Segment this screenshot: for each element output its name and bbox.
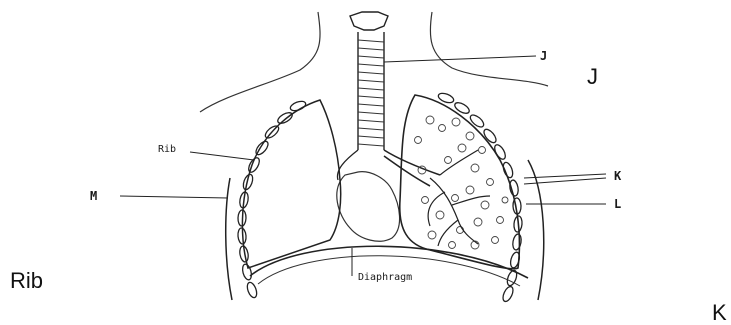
bronchus-right: [384, 150, 440, 186]
leader-lines: [120, 56, 606, 276]
overlay-label-k: K: [712, 302, 727, 324]
label-j: J: [540, 49, 547, 63]
bronchus-left: [337, 150, 358, 180]
heart: [337, 172, 400, 242]
trachea: [358, 32, 384, 150]
label-rib: Rib: [158, 144, 176, 155]
label-diaphragm: Diaphragm: [358, 272, 412, 283]
alveoli: [415, 116, 509, 249]
rib-cage-right: [437, 92, 544, 303]
label-l: L: [614, 197, 621, 211]
label-m: M: [90, 189, 97, 203]
larynx: [350, 12, 388, 30]
overlay-label-rib: Rib: [10, 270, 43, 292]
label-k: K: [614, 169, 622, 183]
bronchioles: [428, 150, 490, 246]
rib-cage-left: [226, 100, 307, 300]
lung-left: [242, 100, 340, 268]
overlay-label-j: J: [587, 66, 598, 88]
